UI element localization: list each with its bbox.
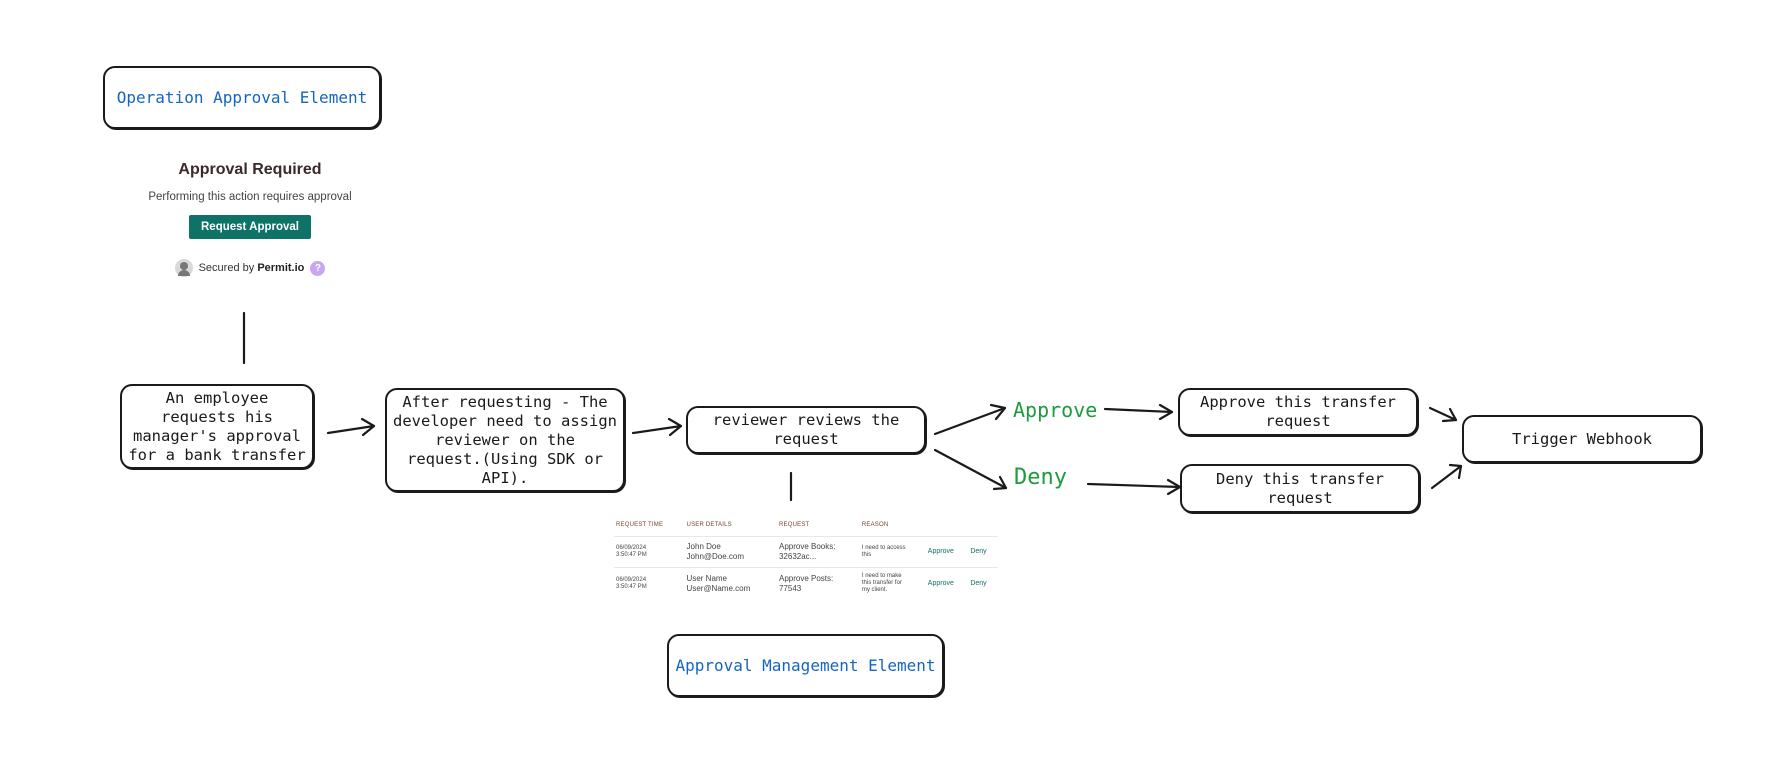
approve-link[interactable]: Approve: [925, 536, 969, 568]
help-icon[interactable]: ?: [310, 260, 326, 276]
approval-widget: Approval Required Performing this action…: [120, 155, 380, 277]
header-approve-action: [926, 522, 969, 537]
secured-by-text: Secured by Permit.io: [199, 262, 305, 274]
header-request-time: REQUEST TIME: [616, 522, 664, 528]
deny-link[interactable]: Deny: [968, 567, 998, 599]
operation-approval-title: Operation Approval Element: [116, 88, 368, 107]
employee-line-1: An employee: [165, 388, 269, 407]
arrow-approve-box-to-webhook: [1428, 406, 1458, 423]
request-approval-button[interactable]: Request Approval: [189, 215, 311, 239]
approval-management-title: Approval Management Element: [675, 656, 936, 675]
developer-line-3: reviewer on the: [435, 430, 575, 449]
developer-line-1: After requesting - The: [402, 392, 608, 411]
approval-required-subtitle: Performing this action requires approval: [148, 191, 352, 203]
deny-link[interactable]: Deny: [968, 536, 998, 568]
secured-by-label: Secured by: [198, 262, 255, 274]
employee-line-4: for a bank transfer: [128, 445, 306, 464]
deny-transfer-box: Deny this transfer request: [1180, 464, 1420, 513]
arrow-deny-box-to-webhook: [1430, 463, 1463, 490]
approve-link[interactable]: Approve: [925, 567, 969, 599]
approve-transfer-box: Approve this transfer request: [1178, 388, 1418, 436]
arrow-deny-to-box: [1086, 478, 1182, 496]
approval-management-title-box: Approval Management Element: [667, 634, 944, 697]
secured-by-footer: Secured by Permit.io ?: [120, 259, 380, 277]
approve-transfer-text: Approve this transfer request: [1200, 393, 1396, 431]
developer-line-4: request.(Using SDK or: [407, 449, 603, 468]
deny-box-line-2: request: [1267, 488, 1333, 507]
header-deny-action: [968, 522, 998, 537]
approval-requests-table: REQUEST TIME USER DETAILS REQUEST REASON…: [614, 522, 998, 599]
deny-label: Deny: [1014, 465, 1067, 490]
request-cell: Approve Books:32632ac...: [776, 536, 860, 568]
arrow-approve-to-box: [1103, 403, 1174, 421]
header-reason: REASON: [861, 522, 889, 528]
avatar-icon: [174, 259, 193, 277]
approve-label: Approve: [1013, 398, 1098, 422]
employee-request-box: An employee requests his manager's appro…: [120, 384, 314, 469]
deny-box-line-1: Deny this transfer: [1216, 469, 1384, 488]
request-cell: Approve Posts:77543: [776, 567, 860, 599]
header-user-details: USER DETAILS: [686, 522, 732, 528]
reviewer-line-1: reviewer reviews the: [712, 411, 900, 429]
trigger-webhook-box: Trigger Webhook: [1462, 415, 1702, 463]
employee-line-3: manager's approval: [133, 426, 301, 445]
permit-brand-link[interactable]: Permit.io: [257, 262, 305, 274]
arrow-employee-to-developer: [326, 417, 376, 437]
developer-assign-text: After requesting - The developer need to…: [393, 393, 617, 488]
approval-required-heading: Approval Required: [178, 161, 322, 178]
deny-transfer-text: Deny this transfer request: [1216, 470, 1384, 508]
reviewer-review-box: reviewer reviews the request: [686, 406, 926, 454]
operation-approval-title-box: Operation Approval Element: [103, 66, 381, 129]
reviewer-review-text: reviewer reviews the request: [713, 411, 900, 449]
table-header-row: REQUEST TIME USER DETAILS REQUEST REASON: [614, 522, 998, 537]
trigger-webhook-text: Trigger Webhook: [1512, 429, 1652, 448]
header-request: REQUEST: [778, 522, 810, 528]
developer-line-5: API).: [481, 468, 529, 487]
employee-request-text: An employee requests his manager's appro…: [128, 389, 305, 465]
arrow-reviewer-to-deny: [933, 448, 1008, 491]
developer-line-2: developer need to assign: [393, 411, 617, 430]
arrow-developer-to-reviewer: [631, 417, 683, 437]
approve-box-line-2: request: [1265, 412, 1331, 430]
approve-box-line-1: Approve this transfer: [1200, 393, 1396, 411]
employee-line-2: requests his: [161, 407, 273, 426]
arrow-reviewer-to-approve: [933, 403, 1007, 436]
developer-assign-box: After requesting - The developer need to…: [385, 388, 625, 492]
reviewer-line-2: request: [773, 430, 839, 448]
